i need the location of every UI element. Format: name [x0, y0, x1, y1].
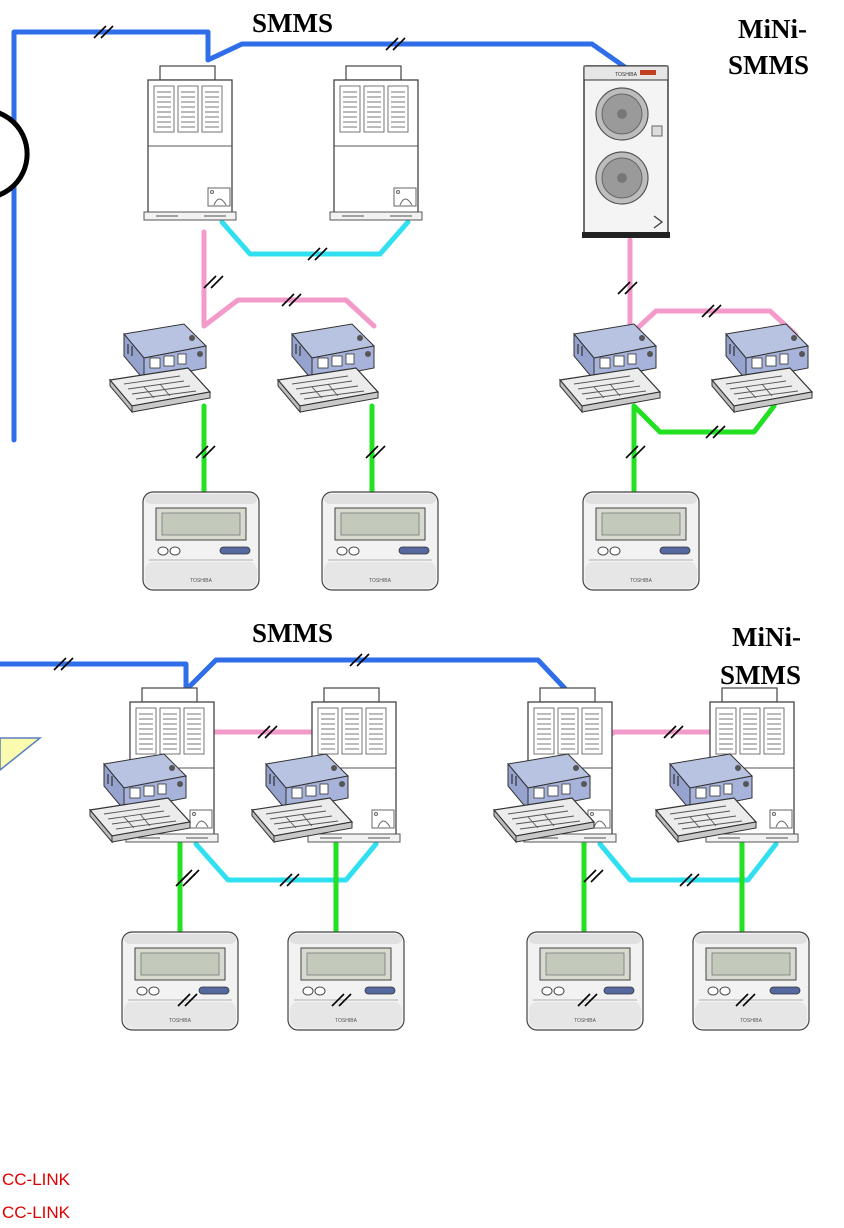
legend-cc-link-1: CC-LINK	[2, 1170, 71, 1189]
outdoor-link-bottom-right	[597, 841, 779, 883]
remote-controller-top-3	[582, 491, 700, 591]
remote-controller-bottom-1	[121, 931, 239, 1031]
outdoor-unit-smms-top-1	[143, 65, 237, 221]
remote-brand-label-2: TOSHIBA	[369, 578, 392, 584]
remote-controller-top-1	[142, 491, 260, 591]
mini-smms-label-bottom-line2: SMMS	[720, 660, 801, 690]
mini-smms-label-top-line1: MiNi-	[738, 14, 807, 44]
remote-controller-bottom-3	[526, 931, 644, 1031]
mini-smms-label-bottom-line1: MiNi-	[732, 622, 801, 652]
remote-brand-label-1: TOSHIBA	[190, 578, 213, 584]
central-control-line-top	[11, 29, 635, 443]
outdoor-link-bottom-left	[193, 841, 379, 883]
remote-controller-bottom-2	[287, 931, 405, 1031]
indoor-cassette-bottom-4	[655, 753, 757, 843]
indoor-cassette-top-2	[277, 323, 379, 413]
smms-label-top: SMMS	[252, 8, 333, 38]
outdoor-unit-smms-top-2	[329, 65, 423, 221]
mini-outdoor-brand-label: TOSHIBA	[615, 72, 638, 78]
indoor-cassette-top-4	[711, 323, 813, 413]
arrow-callout-shape	[0, 737, 43, 771]
indoor-link-top-right	[627, 237, 799, 338]
partial-circle-shape	[0, 110, 30, 198]
indoor-cassette-bottom-3	[493, 753, 595, 843]
legend-cc-link-2: CC-LINK	[2, 1203, 71, 1222]
remote-brand-label-3: TOSHIBA	[630, 578, 653, 584]
indoor-cassette-top-3	[559, 323, 661, 413]
remote-controller-bottom-4	[692, 931, 810, 1031]
remote-brand-label-6: TOSHIBA	[574, 1018, 597, 1024]
remote-brand-label-5: TOSHIBA	[335, 1018, 358, 1024]
central-control-line-bottom	[0, 657, 575, 699]
remote-link-top-3	[631, 403, 777, 495]
indoor-cassette-top-1	[109, 323, 211, 413]
remote-brand-label-7: TOSHIBA	[740, 1018, 763, 1024]
smms-label-bottom: SMMS	[252, 618, 333, 648]
remote-controller-top-2	[321, 491, 439, 591]
indoor-link-top-left	[201, 229, 377, 329]
outdoor-link-top	[219, 219, 411, 257]
indoor-cassette-bottom-2	[251, 753, 353, 843]
mini-smms-label-top-line2: SMMS	[728, 50, 809, 80]
remote-brand-label-4: TOSHIBA	[169, 1018, 192, 1024]
outdoor-unit-mini-smms-top	[581, 65, 671, 239]
indoor-cassette-bottom-1	[89, 753, 191, 843]
